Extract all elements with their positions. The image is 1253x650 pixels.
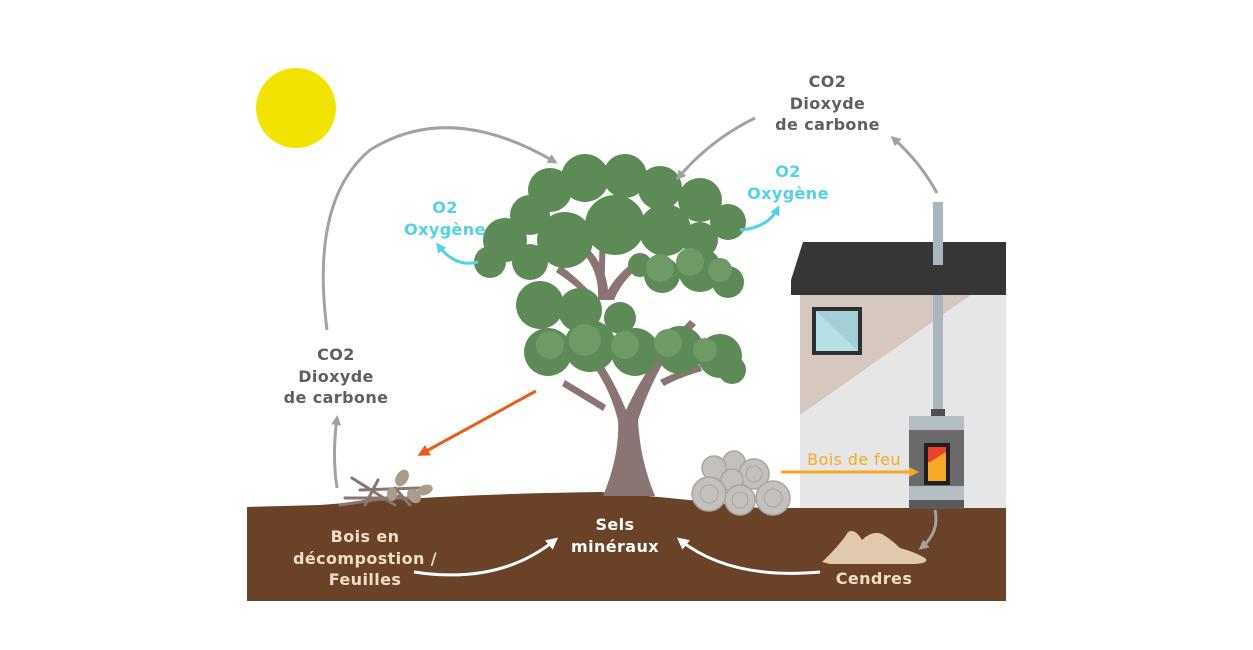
tree-to-ground-arrow bbox=[417, 389, 537, 456]
branches-leaves-icon bbox=[338, 469, 433, 507]
co2-to-tree-arrow bbox=[321, 126, 558, 331]
o2-right-label: O2 Oxygène bbox=[747, 162, 829, 203]
decomposition-co2-arrow bbox=[331, 415, 342, 489]
co2-top-label: CO2 Dioxyde de carbone bbox=[775, 72, 880, 134]
tree-icon bbox=[474, 154, 746, 496]
sun-icon bbox=[256, 68, 336, 148]
o2-left-arrow bbox=[436, 242, 479, 265]
o2-left-label: O2 Oxygène bbox=[404, 198, 486, 239]
ash-label: Cendres bbox=[835, 569, 913, 588]
chimney-co2-arrow bbox=[890, 136, 939, 194]
minerals-label: Sels minéraux bbox=[571, 515, 659, 556]
log-pile-icon bbox=[691, 450, 791, 516]
co2-left-label: CO2 Dioxyde de carbone bbox=[283, 345, 389, 407]
stove-to-ash-arrow bbox=[918, 509, 938, 550]
o2-right-arrow bbox=[739, 205, 780, 232]
ash-pile-icon bbox=[822, 531, 927, 564]
firewood-label: Bois de feu bbox=[807, 450, 901, 469]
decomposition-label: Bois en décompostion / Feuilles bbox=[293, 527, 437, 589]
decomposition-to-minerals-arrow bbox=[413, 537, 559, 577]
ash-to-minerals-arrow bbox=[676, 537, 821, 575]
stove-icon bbox=[909, 409, 964, 509]
co2-top-to-tree-arrow bbox=[676, 116, 756, 181]
